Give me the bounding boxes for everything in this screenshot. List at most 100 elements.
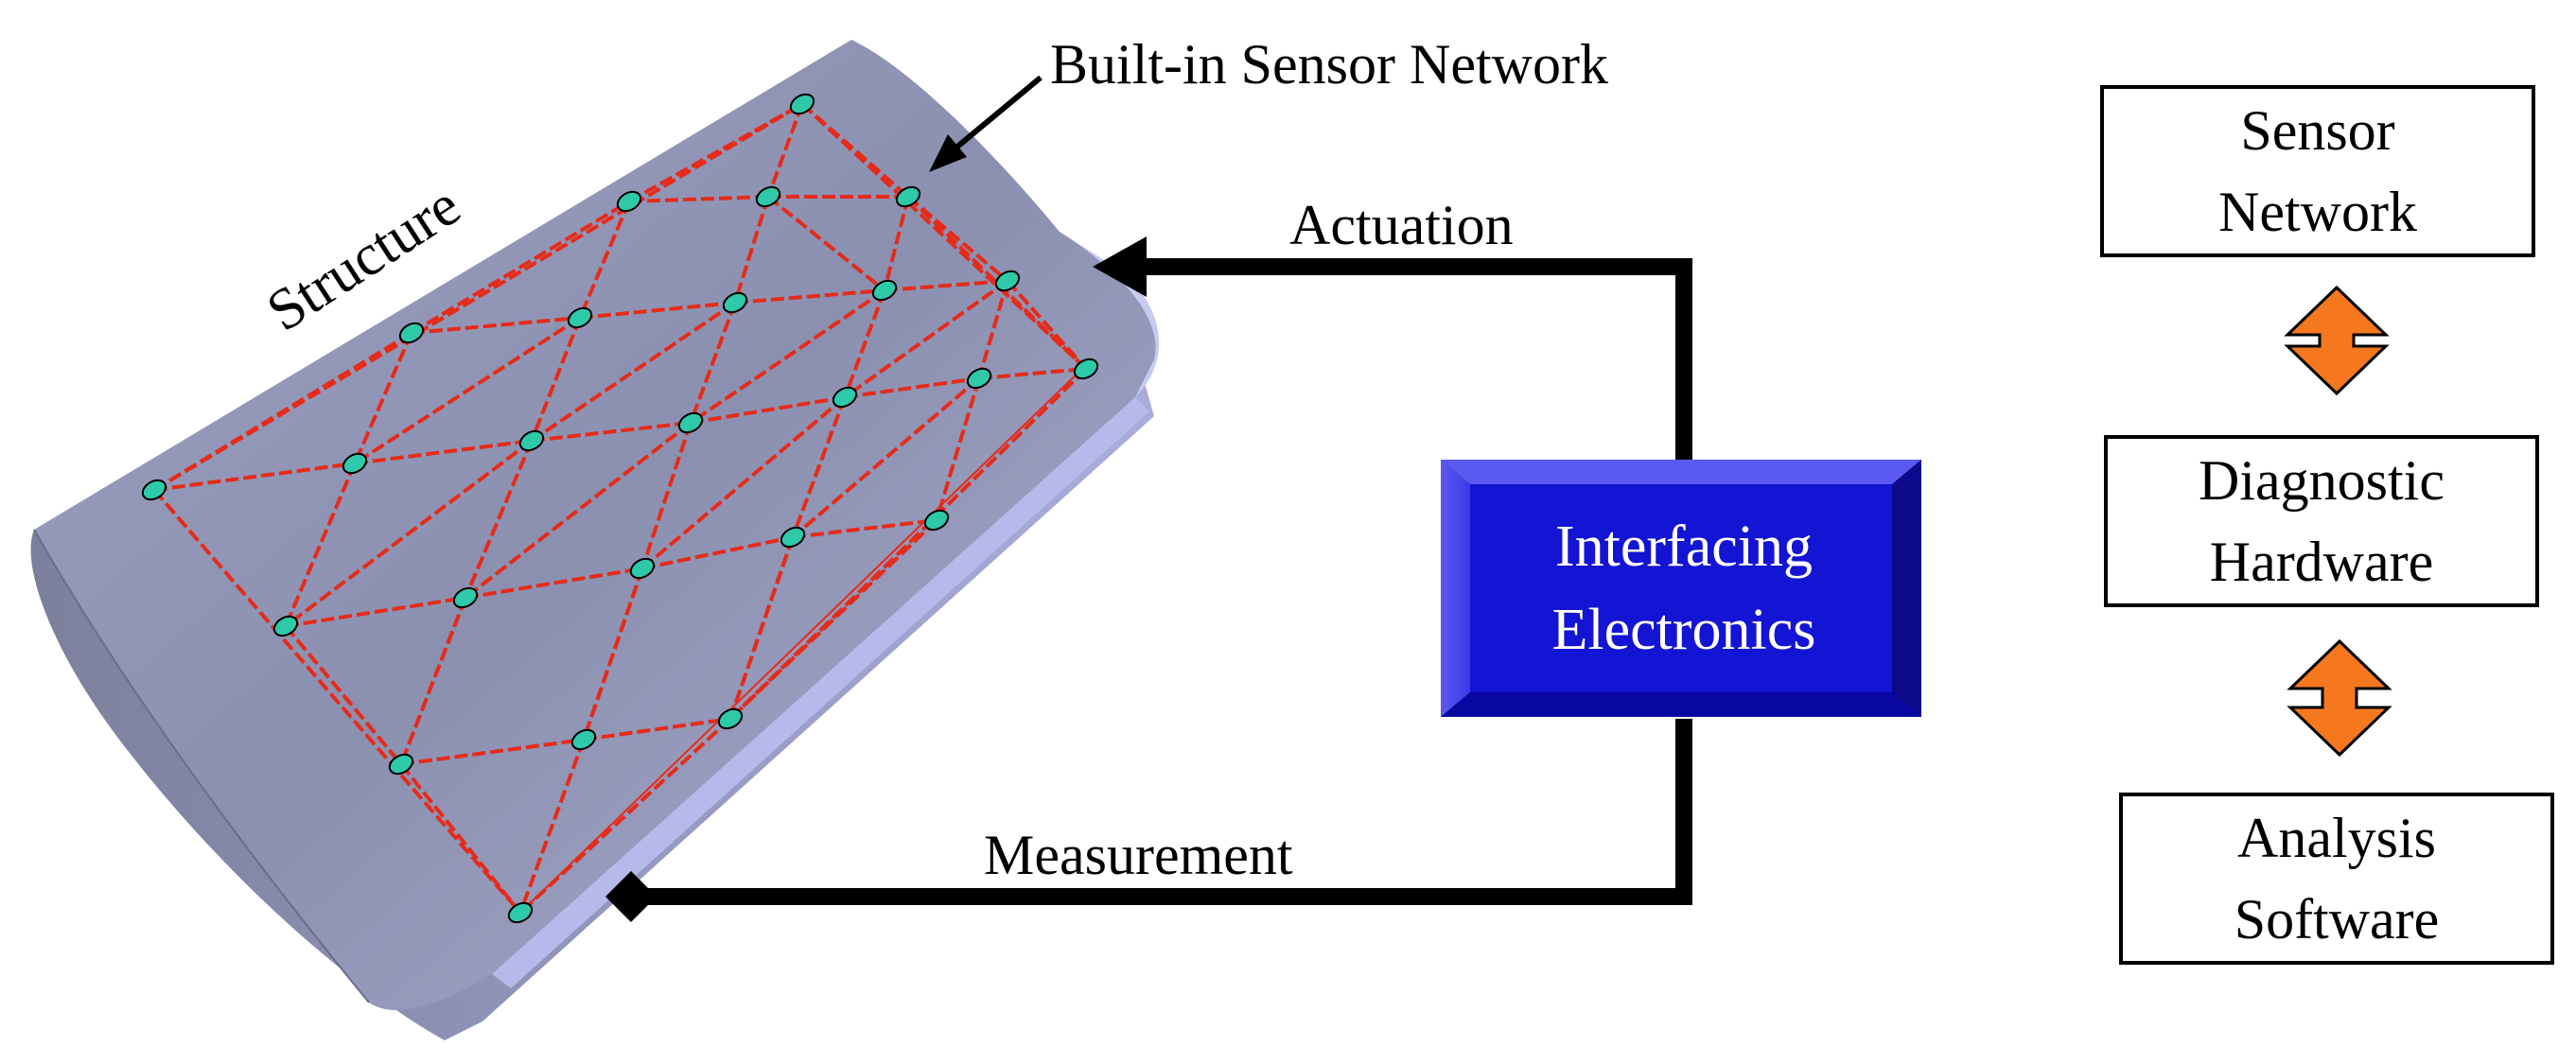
grid-line bbox=[883, 196, 910, 291]
interfacing-electronics-box bbox=[1441, 460, 1921, 717]
sensor-node bbox=[507, 901, 534, 924]
sensor-node bbox=[755, 185, 781, 208]
sensor-node bbox=[789, 93, 815, 115]
grid-line bbox=[531, 421, 692, 443]
sensor-node bbox=[272, 615, 299, 637]
sensor-node bbox=[567, 306, 593, 329]
grid-line bbox=[582, 567, 644, 741]
grid-line bbox=[152, 488, 522, 915]
structure-lower-rim bbox=[492, 397, 1149, 988]
sensor-node bbox=[677, 411, 704, 434]
grid-line bbox=[354, 439, 533, 465]
double-arrow-2 bbox=[2287, 638, 2392, 758]
grid-line bbox=[689, 288, 886, 425]
grid-line bbox=[578, 201, 631, 319]
grid-line bbox=[285, 596, 466, 628]
grid-line bbox=[800, 102, 910, 199]
sensor-node bbox=[722, 291, 748, 314]
interfacing-line-2: Electronics bbox=[1551, 598, 1816, 662]
sensor-network-box-line-1: Sensor bbox=[2240, 99, 2395, 162]
grid-line bbox=[791, 396, 847, 538]
double-arrow-1 bbox=[2284, 285, 2390, 396]
grid-line bbox=[400, 738, 585, 766]
sensor-nodes bbox=[141, 93, 1099, 924]
grid-line bbox=[843, 289, 886, 398]
sensor-node bbox=[518, 429, 545, 452]
sensor-network-box-line-2: Network bbox=[2218, 181, 2417, 243]
sensor-network-pointer bbox=[929, 75, 1043, 172]
sensor-grid bbox=[152, 102, 1088, 915]
structure-top-face bbox=[34, 40, 1159, 1011]
sensor-node bbox=[629, 557, 656, 580]
sensor-node bbox=[966, 367, 992, 390]
grid-line bbox=[689, 302, 737, 424]
grid-line bbox=[410, 200, 631, 335]
sensor-node bbox=[832, 386, 858, 409]
grid-line bbox=[464, 421, 692, 600]
grid-line bbox=[464, 567, 643, 600]
grid-line bbox=[733, 196, 770, 304]
actuation-arrow bbox=[1093, 236, 1692, 463]
structure bbox=[30, 40, 1159, 1040]
grid-line bbox=[884, 279, 1008, 292]
grid-line bbox=[628, 102, 803, 203]
grid-line bbox=[284, 439, 534, 628]
grid-line bbox=[640, 395, 847, 570]
structure-outline bbox=[33, 529, 370, 1003]
grid-line bbox=[399, 597, 467, 765]
grid-line bbox=[766, 103, 804, 198]
sensor-network-label: Built-in Sensor Network bbox=[1050, 33, 1608, 96]
measurement-arrow bbox=[605, 719, 1692, 922]
grid-line bbox=[284, 462, 357, 627]
analysis-software-box-line-2: Software bbox=[2234, 888, 2440, 951]
grid-line bbox=[791, 376, 981, 539]
diagnostic-hardware-box-line-2: Hardware bbox=[2209, 531, 2434, 593]
grid-line bbox=[640, 422, 692, 569]
sensor-node bbox=[1073, 358, 1099, 380]
sensor-node bbox=[994, 270, 1021, 292]
sensor-node bbox=[452, 586, 479, 609]
diagnostic-hardware-box: Diagnostic Hardware bbox=[2104, 435, 2539, 607]
grid-line bbox=[935, 377, 981, 521]
grid-line bbox=[800, 102, 1088, 371]
sensor-node bbox=[398, 322, 425, 344]
grid-line bbox=[530, 301, 737, 443]
grid-line bbox=[844, 376, 980, 399]
grid-line bbox=[728, 518, 938, 721]
grid-line bbox=[353, 316, 582, 465]
grid-line bbox=[399, 762, 522, 915]
measurement-label: Measurement bbox=[984, 824, 1293, 886]
sensor-node bbox=[342, 452, 368, 475]
sensor-node bbox=[717, 707, 744, 730]
interfacing-electronics-label: Interfacing Electronics bbox=[1499, 505, 1868, 672]
sensor-node bbox=[616, 190, 642, 213]
grid-line bbox=[579, 301, 736, 320]
grid-line bbox=[411, 316, 581, 335]
analysis-software-box-line-1: Analysis bbox=[2237, 807, 2436, 869]
grid-line bbox=[153, 462, 356, 492]
grid-line bbox=[464, 440, 534, 599]
interfacing-line-1: Interfacing bbox=[1555, 515, 1813, 579]
grid-line bbox=[518, 739, 586, 914]
sensor-node bbox=[871, 279, 898, 302]
grid-line bbox=[843, 279, 1009, 399]
sensor-node bbox=[388, 753, 414, 776]
grid-line bbox=[583, 717, 731, 741]
grid-line bbox=[628, 195, 769, 203]
grid-line bbox=[690, 395, 846, 425]
grid-line bbox=[792, 518, 938, 539]
sensor-node bbox=[570, 728, 597, 751]
grid-line bbox=[977, 280, 1009, 379]
grid-line bbox=[906, 195, 1088, 371]
sensor-node bbox=[895, 185, 921, 208]
grid-line bbox=[641, 535, 794, 570]
grid-line bbox=[734, 288, 885, 305]
grid-line bbox=[518, 717, 732, 915]
grid-line bbox=[284, 624, 403, 766]
analysis-software-box: Analysis Software bbox=[2119, 793, 2554, 965]
sensor-node bbox=[141, 479, 167, 501]
sensor-node bbox=[780, 526, 806, 549]
grid-line bbox=[530, 317, 582, 442]
diagnostic-hardware-box-line-1: Diagnostic bbox=[2199, 449, 2445, 512]
